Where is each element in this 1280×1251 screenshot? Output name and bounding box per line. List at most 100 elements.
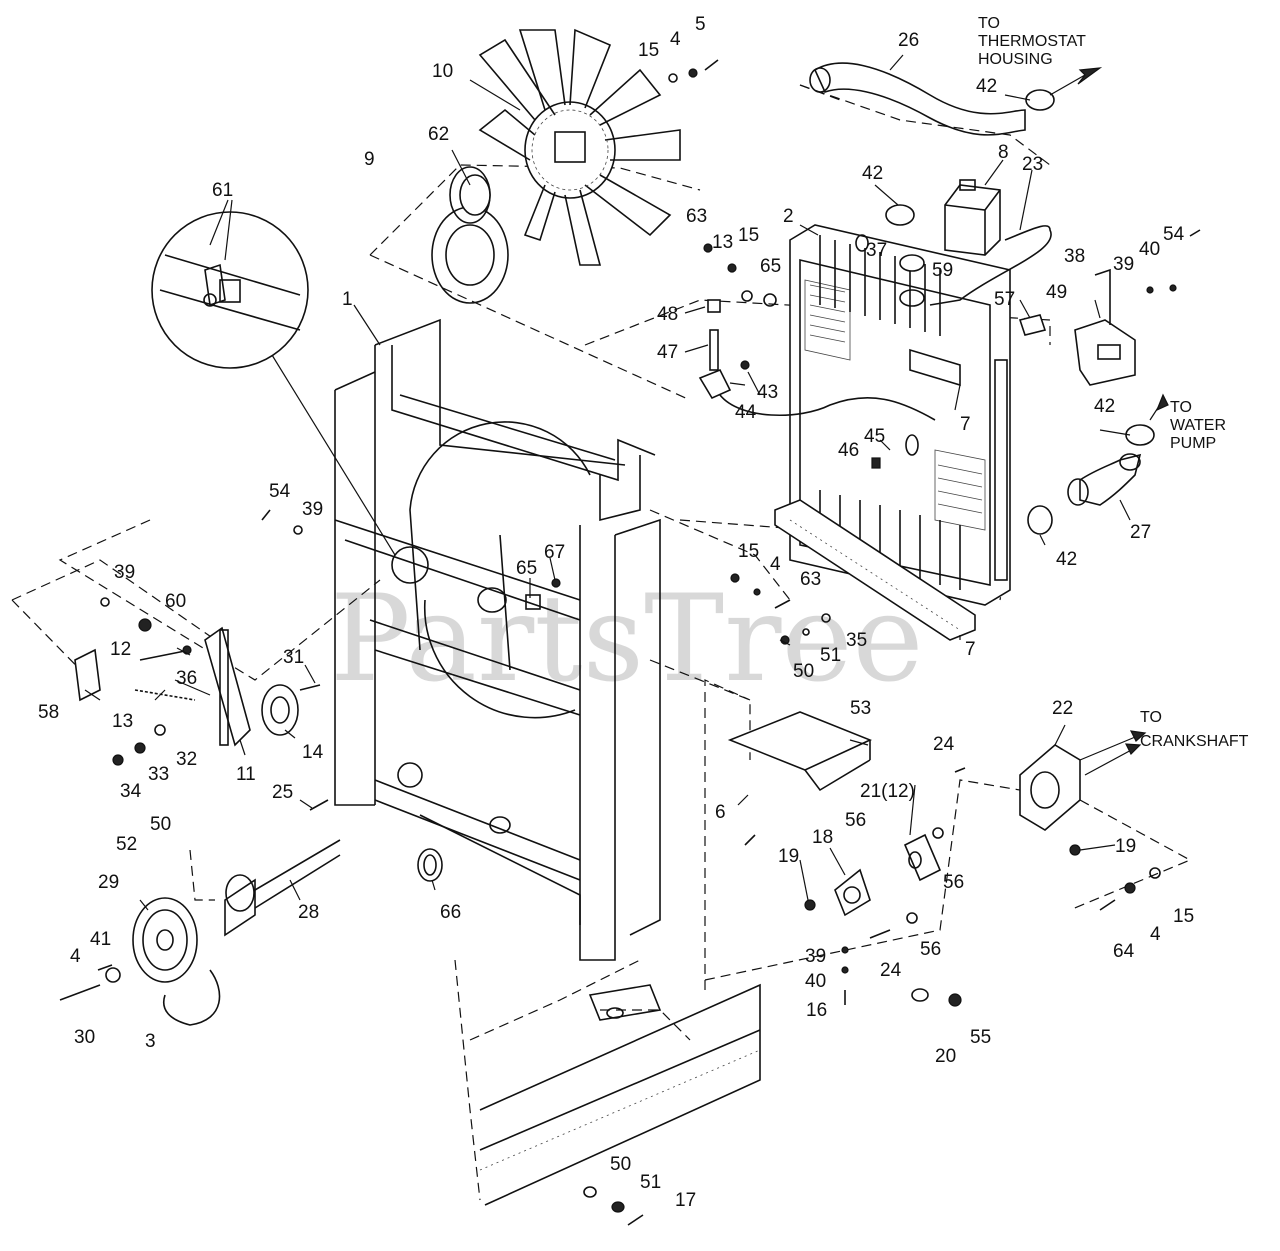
callout-52: 52 xyxy=(116,834,137,855)
callout-26: 26 xyxy=(898,30,919,51)
callout-3: 3 xyxy=(145,1031,156,1052)
callout-12: 12 xyxy=(110,639,131,660)
callout-6: 6 xyxy=(715,802,726,823)
callout-63: 63 xyxy=(686,206,707,227)
callout-62: 62 xyxy=(428,124,449,145)
crankshaft-adapter xyxy=(804,744,1081,917)
callout-19: 19 xyxy=(1115,836,1136,857)
callout-25: 25 xyxy=(272,782,293,803)
hose-clamps xyxy=(885,89,1155,535)
callout-64: 64 xyxy=(1113,941,1135,962)
callout-4: 4 xyxy=(70,946,81,967)
callout-39: 39 xyxy=(302,499,323,520)
callout-32: 32 xyxy=(176,749,197,770)
callout-19: 19 xyxy=(778,846,799,867)
callout-21: 21(12) xyxy=(860,781,915,802)
bottom-rail xyxy=(479,983,761,1206)
callout-48: 48 xyxy=(657,304,678,325)
callout-17: 17 xyxy=(675,1190,696,1211)
callout-63: 63 xyxy=(800,569,821,590)
callout-13: 13 xyxy=(712,232,733,253)
callout-10: 10 xyxy=(432,61,453,82)
callout-30: 30 xyxy=(74,1027,95,1048)
callout-9: 9 xyxy=(364,149,375,170)
callout-61: 61 xyxy=(212,180,233,201)
callout-4: 4 xyxy=(1150,924,1161,945)
belt-tensioner xyxy=(74,619,321,766)
callout-67: 67 xyxy=(544,542,565,563)
callout-33: 33 xyxy=(148,764,169,785)
callout-60: 60 xyxy=(165,591,186,612)
callout-37: 37 xyxy=(866,240,887,261)
callout-23: 23 xyxy=(1022,154,1043,175)
callout-4: 4 xyxy=(670,29,681,50)
callout-41: 41 xyxy=(90,929,111,950)
lower-hose xyxy=(1067,453,1142,506)
callout-54: 54 xyxy=(269,481,291,502)
radiator xyxy=(789,224,1011,606)
callout-57: 57 xyxy=(994,289,1015,310)
callout-49: 49 xyxy=(1046,282,1067,303)
callout-39: 39 xyxy=(114,562,135,583)
callout-7: 7 xyxy=(965,639,976,660)
callout-42: 42 xyxy=(976,76,997,97)
callout-50: 50 xyxy=(610,1154,631,1175)
cooling-fan xyxy=(478,28,681,266)
callout-50: 50 xyxy=(793,661,814,682)
callout-59: 59 xyxy=(932,260,953,281)
radiator-lower-bar xyxy=(774,499,976,641)
misc-hardware xyxy=(97,59,1201,1226)
callout-24: 24 xyxy=(880,960,902,981)
callout-7: 7 xyxy=(960,414,971,435)
callout-40: 40 xyxy=(805,971,826,992)
radiator-frame xyxy=(334,318,661,961)
callout-18: 18 xyxy=(812,827,833,848)
callout-29: 29 xyxy=(98,872,119,893)
callout-43: 43 xyxy=(757,382,778,403)
callout-50: 50 xyxy=(150,814,171,835)
callout-65: 65 xyxy=(760,256,781,277)
callout-66: 66 xyxy=(440,902,461,923)
overflow-tank xyxy=(929,179,1052,306)
callout-24: 24 xyxy=(933,734,955,755)
callout-53: 53 xyxy=(850,698,871,719)
callout-36: 36 xyxy=(176,668,197,689)
callout-15: 15 xyxy=(638,40,659,61)
crank-pulley xyxy=(59,839,341,1026)
callout-20: 20 xyxy=(935,1046,956,1067)
callout-11: 11 xyxy=(236,764,256,785)
callout-5: 5 xyxy=(695,14,706,35)
callout-16: 16 xyxy=(806,1000,827,1021)
callout-55: 55 xyxy=(970,1027,991,1048)
callout-54: 54 xyxy=(1163,224,1185,245)
callout-22: 22 xyxy=(1052,698,1073,719)
upper-hose xyxy=(809,62,1026,136)
callout-56: 56 xyxy=(943,872,964,893)
callout-numbers: 1 2 3 4 4 4 4 5 6 7 7 8 9 10 11 12 13 13… xyxy=(38,14,1194,1211)
callout-47: 47 xyxy=(657,342,678,363)
callout-44: 44 xyxy=(735,402,757,423)
callout-34: 34 xyxy=(120,781,142,802)
callout-38: 38 xyxy=(1064,246,1085,267)
callout-15: 15 xyxy=(738,541,759,562)
callout-42: 42 xyxy=(1056,549,1077,570)
callout-2: 2 xyxy=(783,206,794,227)
direction-arrows xyxy=(1049,67,1169,776)
callout-40: 40 xyxy=(1139,239,1160,260)
radiator-fittings xyxy=(719,314,1047,469)
belt-guard xyxy=(727,711,873,792)
callout-42: 42 xyxy=(862,163,883,184)
callout-46: 46 xyxy=(838,440,859,461)
leader-lines xyxy=(84,54,1131,911)
callout-14: 14 xyxy=(302,742,324,763)
detail-magnifier xyxy=(151,211,429,584)
callout-65: 65 xyxy=(516,558,537,579)
callout-15: 15 xyxy=(1173,906,1194,927)
radiator-cap xyxy=(899,254,925,272)
callout-56: 56 xyxy=(845,810,866,831)
tank-bracket xyxy=(1074,268,1136,386)
callout-4: 4 xyxy=(770,554,781,575)
